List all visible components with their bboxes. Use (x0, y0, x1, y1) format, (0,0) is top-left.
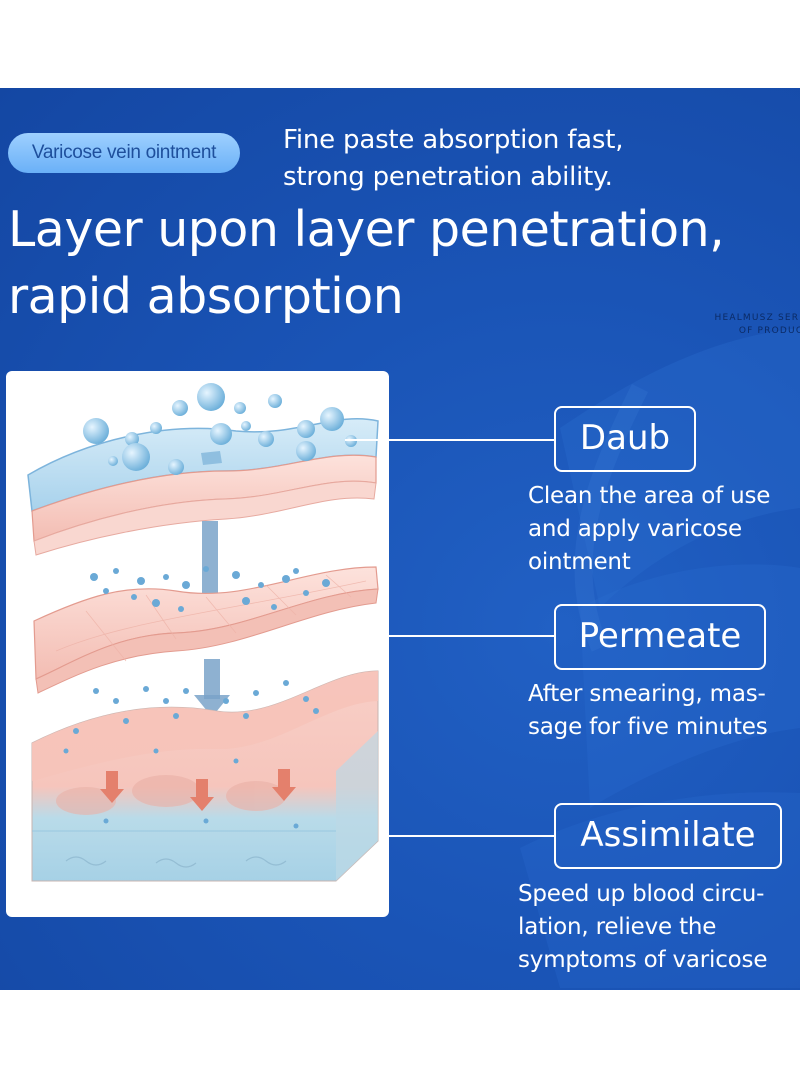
product-banner: Varicose vein ointment Fine paste absorp… (0, 88, 800, 990)
step-assimilate-description-line-2: lation, relieve the (518, 914, 717, 940)
illustration-card (6, 371, 389, 917)
step-assimilate-description-line-3: symptoms of varicose (518, 947, 768, 973)
brand-line-2: OF PRODUCT (738, 326, 800, 336)
brand-watermark: HEALMUSZ SERIE OF PRODUCT (660, 312, 800, 338)
daub-connector-line (345, 439, 556, 441)
product-tag: Varicose vein ointment (8, 133, 240, 173)
assimilate-connector-line (389, 835, 556, 837)
headline: Layer upon layer penetration, rapid abso… (8, 196, 800, 330)
step-assimilate-description-line-1: Speed up blood circu- (518, 881, 765, 907)
subheading: Fine paste absorption fast, strong penet… (283, 122, 763, 196)
step-daub-title: Daub (554, 406, 696, 472)
step-daub-description: Clean the area of use and apply varicose… (528, 480, 770, 579)
step-permeate-description: After smearing, mas- sage for five minut… (528, 678, 768, 744)
headline-line-2: rapid absorption (8, 268, 404, 325)
leg-silhouette-background (520, 328, 800, 988)
subheading-line-2: strong penetration ability. (283, 162, 613, 192)
brand-line-1: HEALMUSZ SERIE (714, 313, 800, 323)
step-daub-description-line-1: Clean the area of use (528, 483, 771, 509)
skin-layers-illustration (27, 383, 379, 882)
step-assimilate-description: Speed up blood circu- lation, relieve th… (518, 878, 767, 977)
headline-line-1: Layer upon layer penetration, (8, 201, 725, 258)
permeate-connector-line (389, 635, 556, 637)
step-daub-description-line-3: ointment (528, 549, 631, 575)
step-assimilate-title: Assimilate (554, 803, 782, 869)
step-daub-description-line-2: and apply varicose (528, 516, 742, 542)
step-permeate-description-line-2: sage for five minutes (528, 714, 768, 740)
subheading-line-1: Fine paste absorption fast, (283, 125, 624, 155)
step-permeate-description-line-1: After smearing, mas- (528, 681, 766, 707)
step-permeate-title: Permeate (554, 604, 766, 670)
